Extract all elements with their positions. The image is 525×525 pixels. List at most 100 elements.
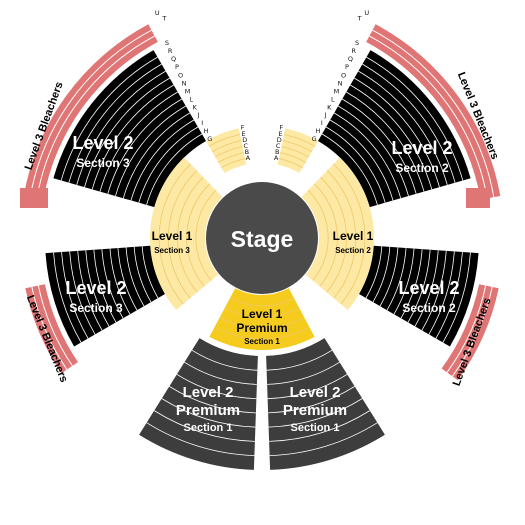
row-line [177,176,204,293]
level2-premium-left-rows [146,349,258,456]
row-line [161,398,256,428]
row-line [117,248,138,311]
level2-section2-upper-rows [321,56,464,206]
row-letter-level2: M [334,87,340,95]
row-line [346,91,425,192]
row-letter-bleacher: U [155,9,160,17]
row-line [269,410,371,442]
row-line [369,35,488,199]
l1-premium-level: Level 1 [242,307,283,321]
level2-section2-lower[interactable] [359,245,479,347]
l2-premium-left-section: Section 1 [184,422,233,434]
row-line [451,286,493,377]
row-line [107,98,183,194]
row-letter-level2: M [185,87,191,95]
row-line [186,183,210,287]
level1-wedge-right[interactable] [277,128,318,173]
l2-s3-upper-level: Level 2 [72,133,133,153]
l2-s2-lower-level: Level 2 [398,278,459,298]
row-line [69,251,96,335]
level2-section3-lower-rows [53,246,159,343]
l2-s2-lower-section: Section 2 [402,301,456,315]
row-letter-level2: N [338,79,343,87]
level1-section2-rows [307,163,366,305]
row-line [37,285,73,367]
row-letter-level1: E [242,130,246,138]
row-letter-level2: N [182,79,187,87]
row-line [221,158,246,169]
row-line [31,286,68,370]
row-line [36,35,155,199]
row-letter-level2: I [321,119,323,127]
level1-wedge-left[interactable] [206,128,247,173]
row-line [428,251,455,335]
row-line [153,410,255,442]
row-line [184,361,257,385]
row-letter-level2: R [168,47,173,55]
l1-s2-level: Level 1 [333,229,374,243]
row-line [333,112,402,199]
l1-s3-level: Level 1 [152,229,193,243]
row-letter-level2: H [204,127,209,135]
row-line [314,183,338,287]
level2-section2-lower-rows [365,246,471,343]
l1-premium-tier: Premium [236,321,287,335]
row-letter-level2: G [312,135,317,143]
bleachers-connector-right [466,188,490,208]
row-line [350,84,433,190]
row-line [61,251,89,339]
row-line [122,112,191,199]
row-line [362,63,456,183]
row-line [282,140,313,153]
level1-premium-section1[interactable] [209,288,315,351]
row-letter-level2: Q [348,55,353,63]
row-letter-level2: K [193,103,198,111]
row-line [372,29,495,198]
row-letter-level2: L [331,95,335,103]
stage-label: Stage [231,226,294,252]
row-line [435,251,463,339]
row-line [224,307,300,318]
row-line [366,56,464,181]
l1-premium-section: Section 1 [244,337,280,346]
row-letter-level2: O [178,71,183,79]
stage [206,182,318,294]
row-line [167,170,198,299]
row-line [93,249,117,323]
level2-premium-section1-left[interactable] [139,338,258,470]
row-line [176,373,257,400]
row-letter-level1: B [275,148,279,156]
row-line [215,146,243,158]
row-line [442,252,471,343]
bleachers-left-lower-rows [31,285,73,370]
row-line [393,248,415,315]
row-line [158,163,191,305]
row-letter-level2: J [197,111,200,119]
row-letter-level2: I [201,119,203,127]
row-letter-level2: L [189,95,193,103]
level2-premium-section1-right[interactable] [266,338,385,470]
row-line [130,119,195,201]
row-line [77,250,103,331]
row-letter-level2: P [175,63,179,71]
row-line [321,133,378,206]
row-letter-level2: H [316,127,321,135]
row-letter-bleacher: T [161,15,166,23]
row-line [354,77,440,188]
bleachers-left-upper-rows [29,29,155,199]
row-letter-level2: S [355,39,359,47]
l2-premium-left-level: Level 2 [183,384,234,401]
row-letter-level2: S [165,39,169,47]
row-letter-level2: J [324,111,327,119]
row-line [218,152,244,163]
level1-wedge-right-rows [278,134,316,169]
row-letter-level1: F [241,124,245,132]
row-line [138,126,199,203]
row-line [29,29,152,198]
row-line [337,105,409,197]
row-line [326,170,357,299]
row-line [269,422,378,456]
row-line [53,252,82,343]
level2-section3-lower[interactable] [45,245,166,347]
